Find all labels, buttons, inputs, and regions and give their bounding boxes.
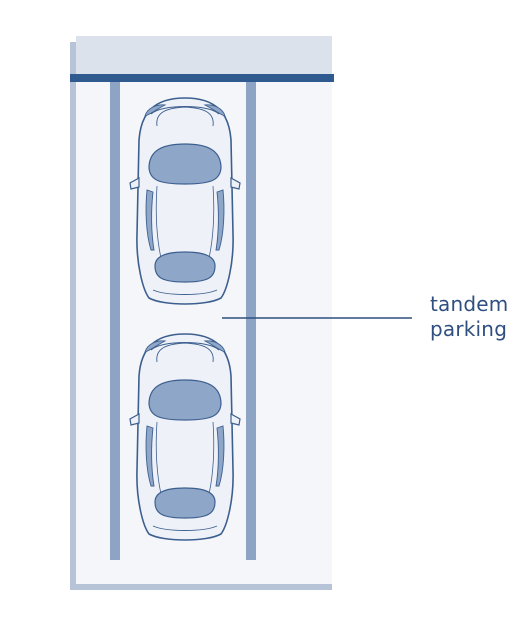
stall-stripe-left: [110, 82, 120, 560]
lot-header-band: [76, 36, 332, 76]
car-top-view-icon: [129, 97, 241, 305]
annotation-line-2: parking: [430, 317, 508, 341]
car-top-view-icon: [129, 333, 241, 541]
annotation-line-1: tandem: [430, 292, 509, 316]
stall-stripe-right: [246, 82, 256, 560]
curb-line: [70, 74, 334, 82]
tandem-parking-label: tandem parking: [430, 292, 508, 342]
